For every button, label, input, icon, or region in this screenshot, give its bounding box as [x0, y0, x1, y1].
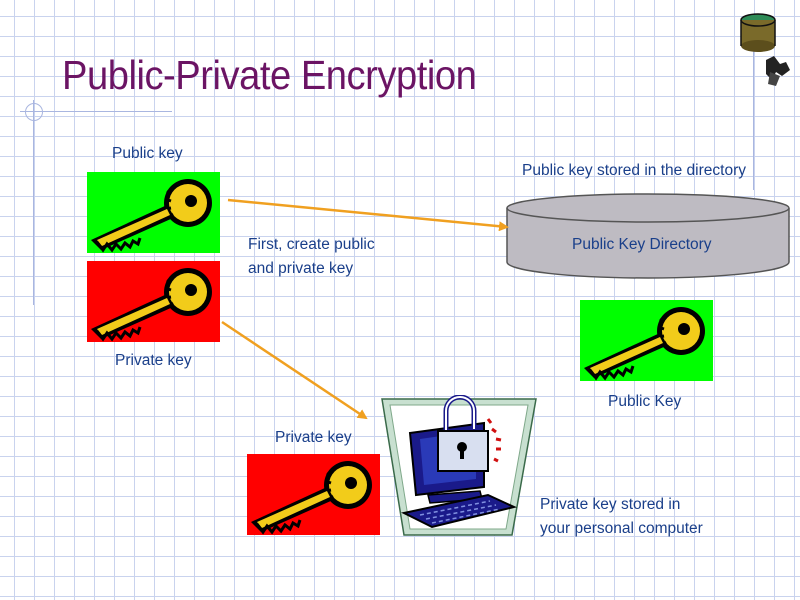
arrow-to-computer — [221, 320, 368, 420]
key-icon — [91, 268, 212, 342]
computer-private-key-label: Private key — [275, 429, 352, 446]
slide-right-rule — [753, 40, 754, 190]
key-icon — [584, 307, 705, 381]
computer-note-line2: your personal computer — [540, 520, 703, 537]
private-key-card — [87, 261, 220, 342]
key-icon — [91, 179, 212, 253]
database-icon — [505, 192, 791, 282]
computer-note-line1: Private key stored in — [540, 496, 681, 513]
key-icon — [251, 461, 372, 535]
slide-left-rule — [33, 100, 34, 305]
directory-public-key-label: Public Key — [608, 393, 682, 410]
public-key-label: Public key — [112, 145, 183, 162]
private-key-label: Private key — [115, 352, 192, 369]
slide-top-rule — [20, 111, 172, 112]
computer-lock-icon — [380, 394, 538, 538]
arrow-to-directory — [227, 198, 509, 232]
directory-public-key-card — [580, 300, 713, 381]
public-key-card — [87, 172, 220, 253]
server-icon — [736, 8, 796, 96]
directory-name: Public Key Directory — [572, 236, 712, 253]
step-note: First, create public and private key — [248, 233, 375, 281]
slide-corner-circle — [25, 103, 43, 121]
computer-private-key-card — [247, 454, 380, 535]
step-note-line1: First, create public — [248, 236, 375, 253]
step-note-line2: and private key — [248, 260, 354, 277]
slide-title: Public-Private Encryption — [62, 52, 477, 98]
directory-caption: Public key stored in the directory — [522, 162, 746, 179]
computer-note: Private key stored in your personal comp… — [540, 493, 703, 541]
